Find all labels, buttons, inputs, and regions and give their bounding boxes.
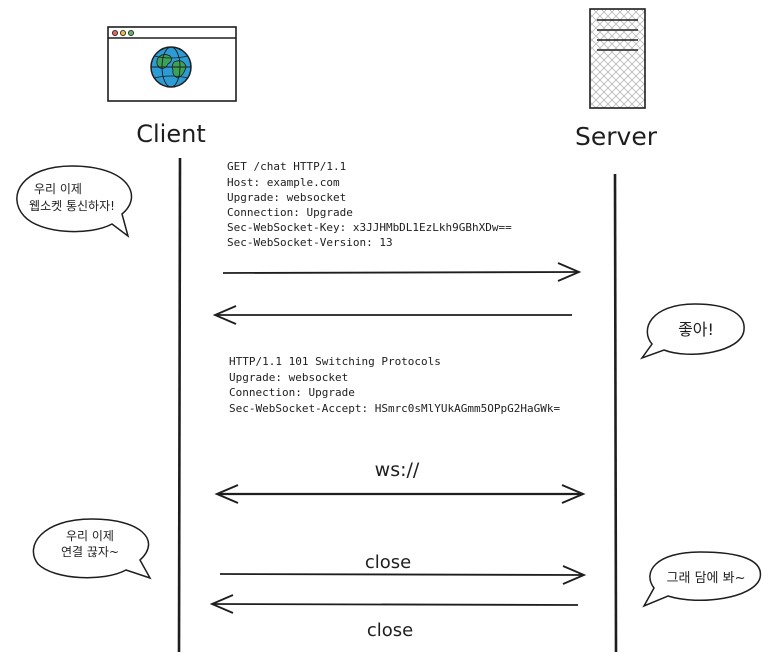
client-lifeline bbox=[177, 157, 182, 653]
bubble-text: 우리 이제 bbox=[34, 182, 82, 196]
ws-label: ws:// bbox=[375, 459, 420, 481]
server-label: Server bbox=[575, 122, 658, 151]
request-line: Sec-WebSocket-Key: x3JJHMbDL1EzLkh9GBhXD… bbox=[227, 221, 512, 234]
bubble-text: 웹소켓 통신하자! bbox=[29, 199, 115, 213]
close-request-arrow bbox=[219, 565, 587, 585]
request-line: Upgrade: websocket bbox=[227, 191, 346, 204]
client-label: Client bbox=[136, 120, 205, 148]
response-line: Upgrade: websocket bbox=[229, 371, 348, 384]
server-rack-icon bbox=[589, 8, 646, 109]
browser-globe-icon bbox=[107, 26, 237, 102]
server-lifeline bbox=[613, 173, 618, 653]
window-dot-red bbox=[112, 29, 119, 36]
response-line: Connection: Upgrade bbox=[229, 386, 355, 399]
close-response-label: close bbox=[367, 620, 413, 641]
handshake-request-arrow bbox=[222, 262, 582, 282]
handshake-request-text: GET /chat HTTP/1.1 Host: example.com Upg… bbox=[227, 160, 512, 249]
ws-bidirectional-arrow bbox=[214, 484, 586, 504]
bubble-text: 그래 담에 봐~ bbox=[667, 571, 746, 586]
request-line: Host: example.com bbox=[227, 176, 340, 189]
bubble-text: 우리 이제 bbox=[66, 529, 114, 543]
handshake-response-arrow bbox=[212, 305, 572, 325]
bubble-text: 연결 끊자~ bbox=[61, 545, 119, 559]
request-line: Connection: Upgrade bbox=[227, 206, 353, 219]
server-ok-bubble: 좋아! bbox=[639, 303, 745, 360]
window-dot-yellow bbox=[120, 29, 127, 36]
client-start-bubble: 우리 이제 웹소켓 통신하자! bbox=[16, 165, 133, 238]
close-response-arrow bbox=[209, 594, 579, 614]
handshake-response-text: HTTP/1.1 101 Switching Protocols Upgrade… bbox=[229, 355, 561, 415]
server-bye-bubble: 그래 담에 봐~ bbox=[642, 551, 762, 608]
close-request-label: close bbox=[365, 552, 411, 573]
request-line: GET /chat HTTP/1.1 bbox=[227, 160, 346, 173]
request-line: Sec-WebSocket-Version: 13 bbox=[227, 236, 393, 249]
response-line: Sec-WebSocket-Accept: HSmrc0sMlYUkAGmm5O… bbox=[229, 402, 561, 415]
globe-icon bbox=[150, 46, 192, 88]
response-line: HTTP/1.1 101 Switching Protocols bbox=[229, 355, 441, 368]
bubble-text: 좋아! bbox=[678, 320, 714, 339]
window-dot-green bbox=[127, 29, 134, 36]
client-end-bubble: 우리 이제 연결 끊자~ bbox=[32, 518, 152, 580]
